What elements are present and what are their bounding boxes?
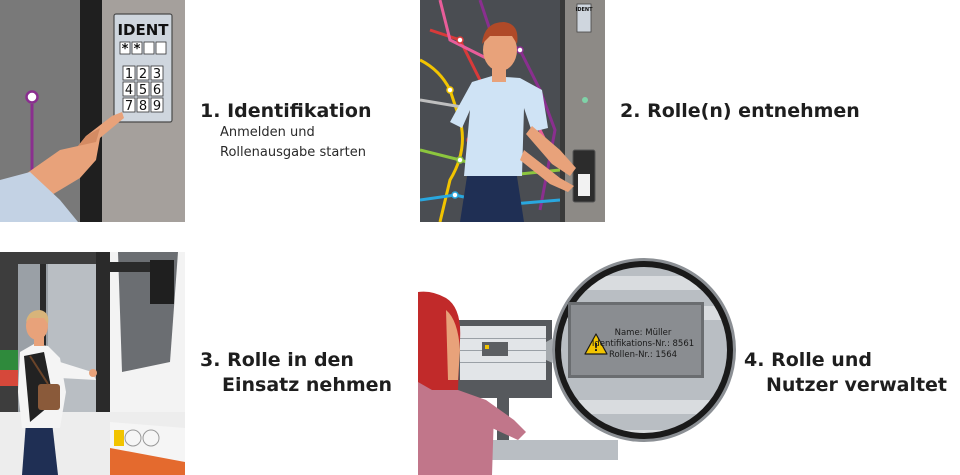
step-1-number: 1. xyxy=(200,100,221,122)
office-worker xyxy=(418,291,526,475)
keypad-key xyxy=(122,65,136,81)
keypad-key xyxy=(136,81,150,97)
keypad-key-label: 4 xyxy=(125,83,133,98)
step-3-number: 3. xyxy=(200,349,221,371)
step-1-title: 1. Identifikation xyxy=(200,99,371,124)
step-3-title-line-1: 3. Rolle in den xyxy=(200,348,354,373)
management-illustration: ! Name: Müller Identifikations-Nr.: 8561… xyxy=(418,258,736,475)
take-rolls-illustration: IDENT xyxy=(420,0,605,222)
keypad-key xyxy=(150,65,164,81)
code-box xyxy=(155,41,167,55)
step-2-number: 2. xyxy=(620,100,641,122)
card-name-line: Name: Müller xyxy=(615,328,672,338)
step-1-subtitle-line-2: Rollenausgabe starten xyxy=(220,145,366,160)
code-char: * xyxy=(122,42,129,57)
bus-driver xyxy=(18,310,97,475)
warning-triangle-icon: ! xyxy=(584,333,608,355)
step-4-title-line-2: Nutzer verwaltet xyxy=(766,374,948,396)
step-4-number: 4. xyxy=(744,349,765,371)
panel-management: ! Name: Müller Identifikations-Nr.: 8561… xyxy=(418,250,740,475)
keypad-key-label: 9 xyxy=(153,99,161,114)
keypad-key xyxy=(136,97,150,113)
keypad-key-label: 6 xyxy=(153,83,161,98)
step-1-title-text: Identifikation xyxy=(227,100,372,122)
step-4-title-line-1: 4. Rolle und xyxy=(744,348,872,373)
person-taking-roll xyxy=(450,22,576,222)
keypad-key xyxy=(122,97,136,113)
warning-symbol: ! xyxy=(593,341,598,354)
hand-icon xyxy=(0,112,124,222)
keypad-key-label: 7 xyxy=(125,99,133,114)
card-id-line: Identifikations-Nr.: 8561 xyxy=(592,339,694,349)
keypad-key-label: 1 xyxy=(125,67,133,82)
code-box xyxy=(131,41,143,55)
info-card: ! Name: Müller Identifikations-Nr.: 8561… xyxy=(568,302,704,378)
keypad-key xyxy=(136,65,150,81)
step-1-subtitle-line-1: Anmelden und xyxy=(220,125,315,140)
step-3-title-text-1: Rolle in den xyxy=(227,349,354,371)
code-char: * xyxy=(134,42,141,57)
machine-small-label: IDENT xyxy=(575,7,593,13)
code-box xyxy=(119,41,131,55)
keypad-label: IDENT xyxy=(117,21,169,39)
keypad-key xyxy=(150,97,164,113)
bus-operation-illustration xyxy=(0,252,185,475)
keypad-key-label: 5 xyxy=(139,83,147,98)
keypad-key-label: 2 xyxy=(139,67,147,82)
keypad-key xyxy=(122,81,136,97)
step-2-title: 2. Rolle(n) entnehmen xyxy=(620,99,860,124)
step-3-title-line-2: Einsatz nehmen xyxy=(222,374,393,396)
keypad-key-label: 8 xyxy=(139,99,147,114)
keypad-key-label: 3 xyxy=(153,67,161,82)
panel-take-rolls: IDENT xyxy=(420,0,605,222)
step-2-title-text: Rolle(n) entnehmen xyxy=(647,100,860,122)
keypad-key xyxy=(150,81,164,97)
panel-bus-operation xyxy=(0,252,185,475)
code-box xyxy=(143,41,155,55)
card-roll-line: Rollen-Nr.: 1564 xyxy=(609,350,677,360)
step-4-title-text-1: Rolle und xyxy=(771,349,872,371)
